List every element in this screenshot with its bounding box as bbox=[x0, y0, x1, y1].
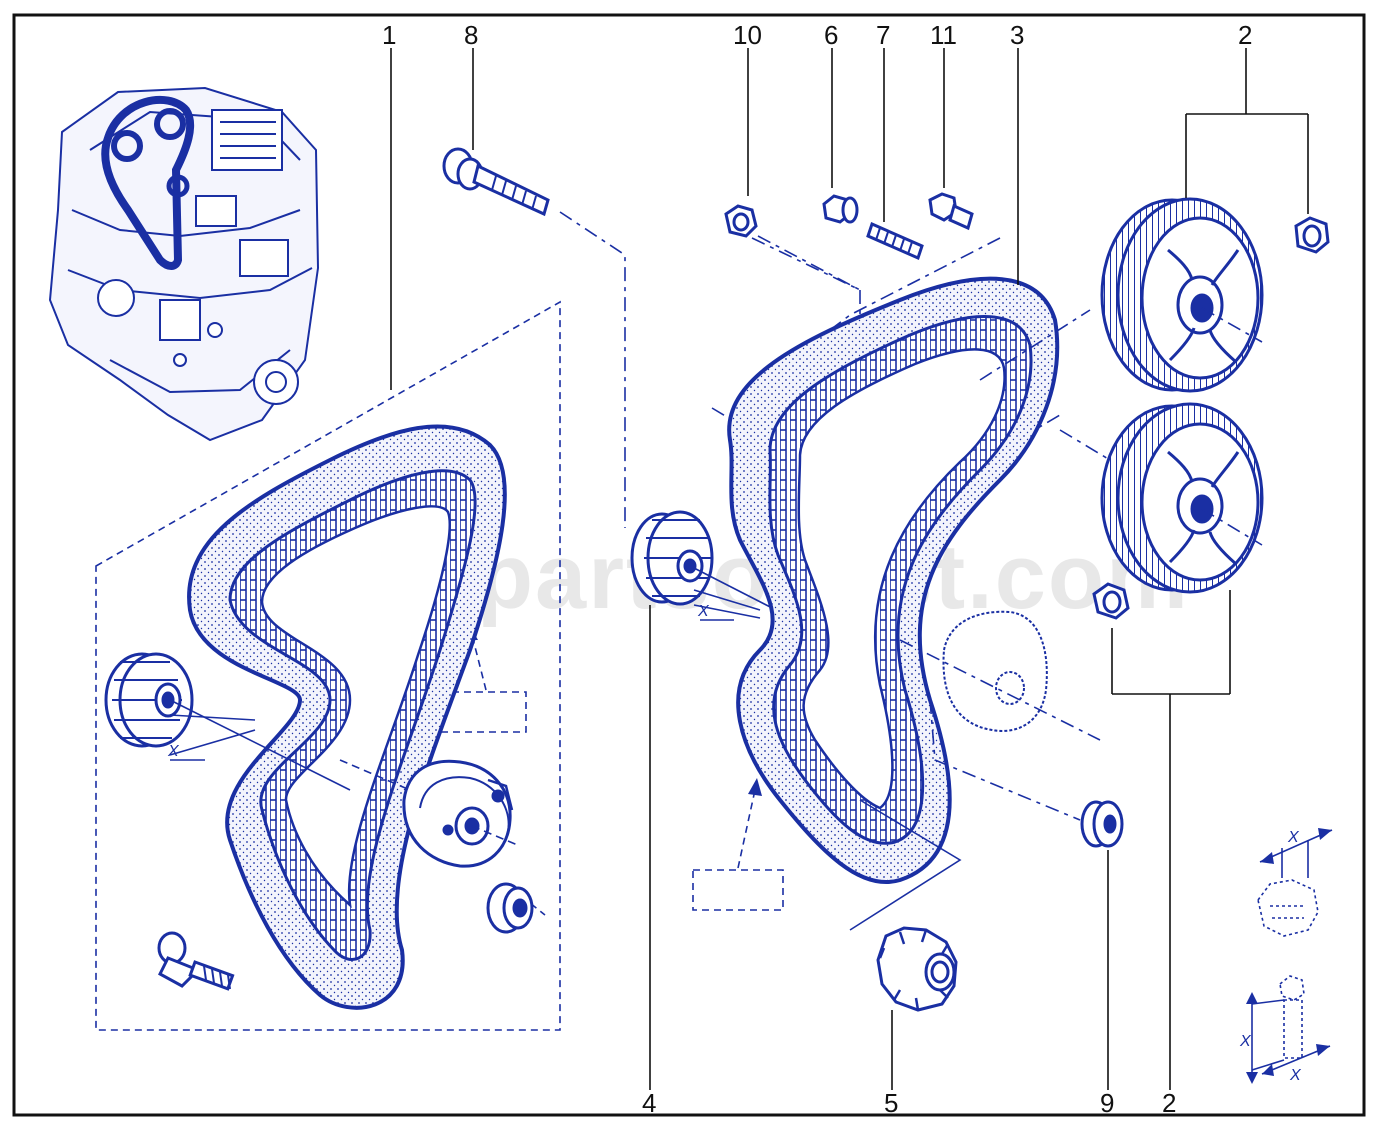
left-idler-roller bbox=[104, 652, 194, 748]
nut-dim-arrow-right bbox=[1318, 828, 1332, 840]
stud-7 bbox=[866, 221, 924, 261]
left-small-nut bbox=[486, 882, 534, 934]
nut-dim-arrow-left bbox=[1260, 852, 1274, 864]
callout-10: 10 bbox=[733, 20, 762, 50]
nut-10-axis bbox=[757, 235, 861, 291]
nut-10 bbox=[724, 204, 758, 238]
left-timing-belt bbox=[187, 424, 507, 1010]
pulley-nut-lower bbox=[1092, 582, 1130, 620]
bolt-length-dimension-x: X bbox=[1239, 1033, 1252, 1050]
callout-2-top: 2 bbox=[1238, 20, 1252, 50]
center-idler-roller-4 bbox=[630, 510, 714, 606]
right-kit-reference-arrow bbox=[737, 789, 756, 869]
callout-4: 4 bbox=[642, 1088, 656, 1118]
auxiliary-pump bbox=[942, 610, 1048, 732]
bolt-width-dimension-x: X bbox=[1289, 1067, 1302, 1084]
camshaft-pulley-upper bbox=[1100, 197, 1264, 393]
bolt-11 bbox=[928, 192, 974, 231]
left-roller-dimension-x: X bbox=[167, 743, 180, 760]
bolt-dim-arrow-left bbox=[1262, 1064, 1274, 1076]
callout-7: 7 bbox=[876, 20, 890, 50]
callout-5: 5 bbox=[884, 1088, 898, 1118]
nut-9 bbox=[1080, 800, 1124, 848]
callout-6: 6 bbox=[824, 20, 838, 50]
nut-9-axis bbox=[929, 699, 1081, 821]
left-bolt bbox=[157, 931, 235, 991]
callout-9: 9 bbox=[1100, 1088, 1114, 1118]
camshaft-pulley-lower bbox=[1100, 402, 1264, 594]
engine-thumbnail bbox=[48, 86, 320, 442]
left-tensioner bbox=[402, 759, 514, 868]
right-timing-belt bbox=[727, 276, 1060, 884]
crankshaft-sprocket-5 bbox=[876, 926, 958, 1012]
pulley-nut-upper bbox=[1294, 216, 1330, 254]
right-kit-reference-box bbox=[692, 869, 784, 911]
callout-2-bottom-bracket bbox=[1111, 590, 1231, 1090]
pulley-axis-lines bbox=[979, 307, 1263, 546]
bolt-dim-arrow-right bbox=[1316, 1044, 1330, 1056]
callout-2-top-bracket bbox=[1185, 48, 1309, 214]
callout-3: 3 bbox=[1010, 20, 1024, 50]
right-kit-arrow-head bbox=[748, 778, 762, 796]
engine-belt-highlight bbox=[101, 95, 195, 270]
pump-axis bbox=[899, 639, 1101, 741]
center-roller-dimension-x: X bbox=[697, 603, 710, 620]
long-bolt-8 bbox=[442, 147, 550, 217]
guide-lines-sprocket bbox=[849, 799, 962, 931]
center-idler-axis-lines bbox=[693, 567, 781, 621]
callout-2-bottom: 2 bbox=[1162, 1088, 1176, 1118]
callout-1: 1 bbox=[382, 20, 396, 50]
kit-reference-arrow bbox=[471, 634, 487, 691]
callout-11: 11 bbox=[930, 20, 957, 50]
bolt-dim-arrow-bottom bbox=[1246, 1072, 1258, 1084]
nut-dimension-x: X bbox=[1287, 829, 1300, 846]
callout-8: 8 bbox=[464, 20, 478, 50]
bolt-dim-arrow-top bbox=[1246, 992, 1258, 1004]
flange-nut-6 bbox=[822, 194, 859, 224]
left-idler-axis-lines bbox=[169, 699, 351, 791]
